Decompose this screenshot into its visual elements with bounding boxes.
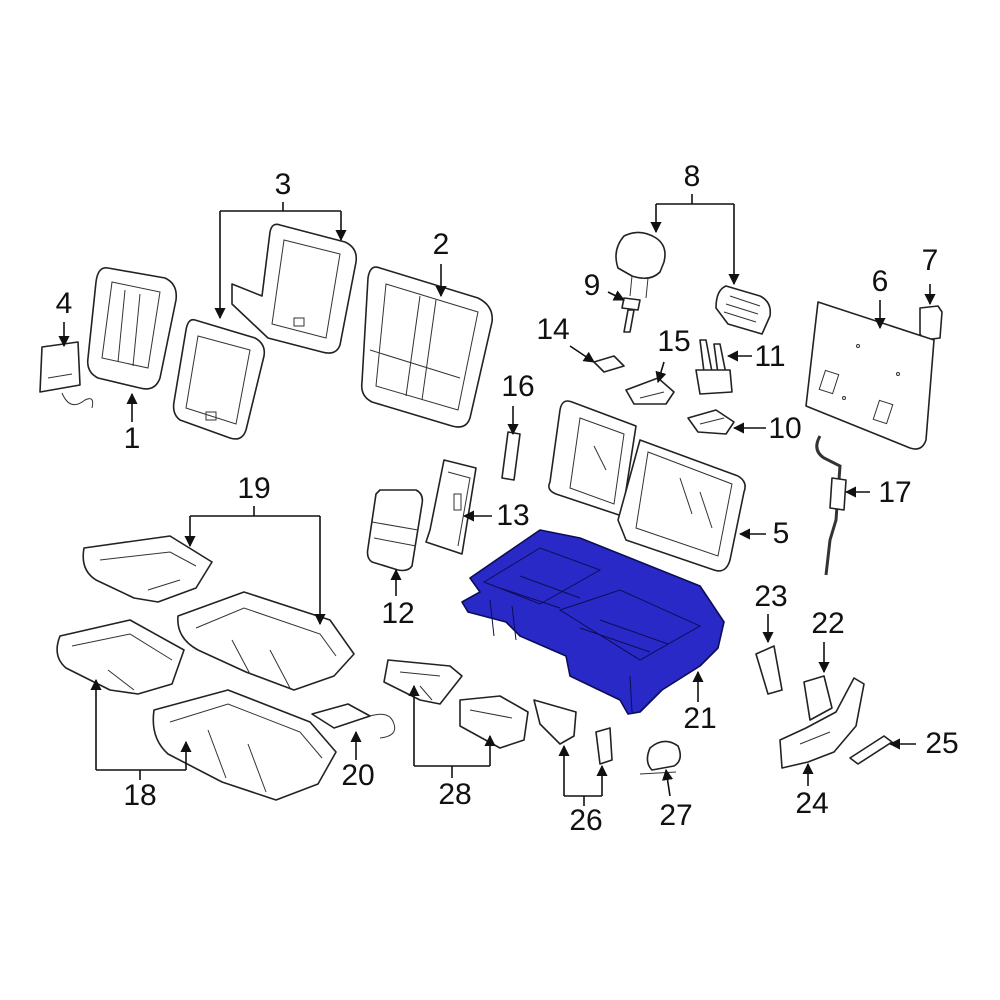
callout-6: 6	[872, 265, 889, 298]
part-11-release-lever	[695, 339, 733, 395]
callout-1: 1	[124, 422, 141, 455]
callout-10: 10	[768, 412, 801, 445]
callout-9: 9	[584, 269, 601, 302]
part-13-side-panel	[425, 459, 477, 555]
callout-12: 12	[381, 597, 414, 630]
callout-24: 24	[795, 787, 828, 820]
part-6-back-panel	[805, 301, 935, 450]
callout-23: 23	[754, 580, 787, 613]
callout-17: 17	[878, 476, 911, 509]
part-1-seat-back-left	[86, 266, 178, 390]
part-24-side-shield	[779, 677, 865, 769]
part-28-bracket-left	[383, 659, 463, 705]
part-14-clip	[593, 355, 625, 373]
part-8-headrest-left	[615, 231, 666, 299]
part-19-cushion-cover-left	[82, 535, 213, 603]
callout-28: 28	[438, 778, 471, 811]
part-2-seat-back-right	[360, 266, 494, 428]
callout-2: 2	[433, 228, 450, 261]
callout-8: 8	[684, 160, 701, 193]
part-26-bracket-b	[595, 727, 613, 765]
part-12-cushion-block	[366, 489, 424, 572]
part-21-seat-frame-highlighted	[461, 529, 725, 715]
part-26-bracket-a	[533, 699, 577, 745]
part-4-trim-cover	[39, 341, 94, 409]
part-17-cable	[815, 435, 847, 576]
callout-7: 7	[922, 244, 939, 277]
leader-lines	[58, 194, 936, 806]
callout-19: 19	[237, 472, 270, 505]
callout-labels: 1 2 3 4 5 6 7 8 9 10 11 12 13 14 15 16 1…	[56, 160, 959, 837]
part-10-latch	[687, 409, 735, 435]
part-25-trim-strip	[849, 735, 893, 765]
callout-20: 20	[341, 759, 374, 792]
part-3-seat-back-frame-lower	[172, 318, 266, 440]
part-20-heater-pad	[311, 703, 396, 739]
part-16-strip	[501, 431, 521, 481]
callout-22: 22	[811, 607, 844, 640]
part-9-guide	[621, 297, 641, 333]
part-19-cushion-cover-right	[177, 591, 355, 691]
callout-26: 26	[569, 804, 602, 837]
callout-13: 13	[496, 499, 529, 532]
part-27-clamp	[639, 740, 682, 775]
part-5-seat-back-frame	[548, 400, 746, 572]
callout-4: 4	[56, 287, 73, 320]
callout-25: 25	[925, 727, 958, 760]
callout-14: 14	[536, 313, 569, 346]
callout-5: 5	[773, 517, 790, 550]
part-8-headrest-right	[715, 285, 772, 335]
callout-15: 15	[657, 325, 690, 358]
part-23-trim	[755, 645, 783, 695]
part-18-cushion-right	[152, 689, 337, 801]
callout-21: 21	[683, 702, 716, 735]
callout-18: 18	[123, 779, 156, 812]
part-15-cap	[625, 377, 675, 405]
callout-3: 3	[275, 168, 292, 201]
callout-11: 11	[754, 340, 785, 373]
part-28-bracket-right	[459, 695, 529, 749]
part-18-cushion-left	[56, 619, 185, 695]
part-3-seat-back-frame-upper	[231, 223, 358, 354]
callout-27: 27	[659, 799, 692, 832]
callout-16: 16	[501, 370, 534, 403]
part-22-trim	[803, 675, 833, 721]
part-7-block	[919, 305, 943, 341]
